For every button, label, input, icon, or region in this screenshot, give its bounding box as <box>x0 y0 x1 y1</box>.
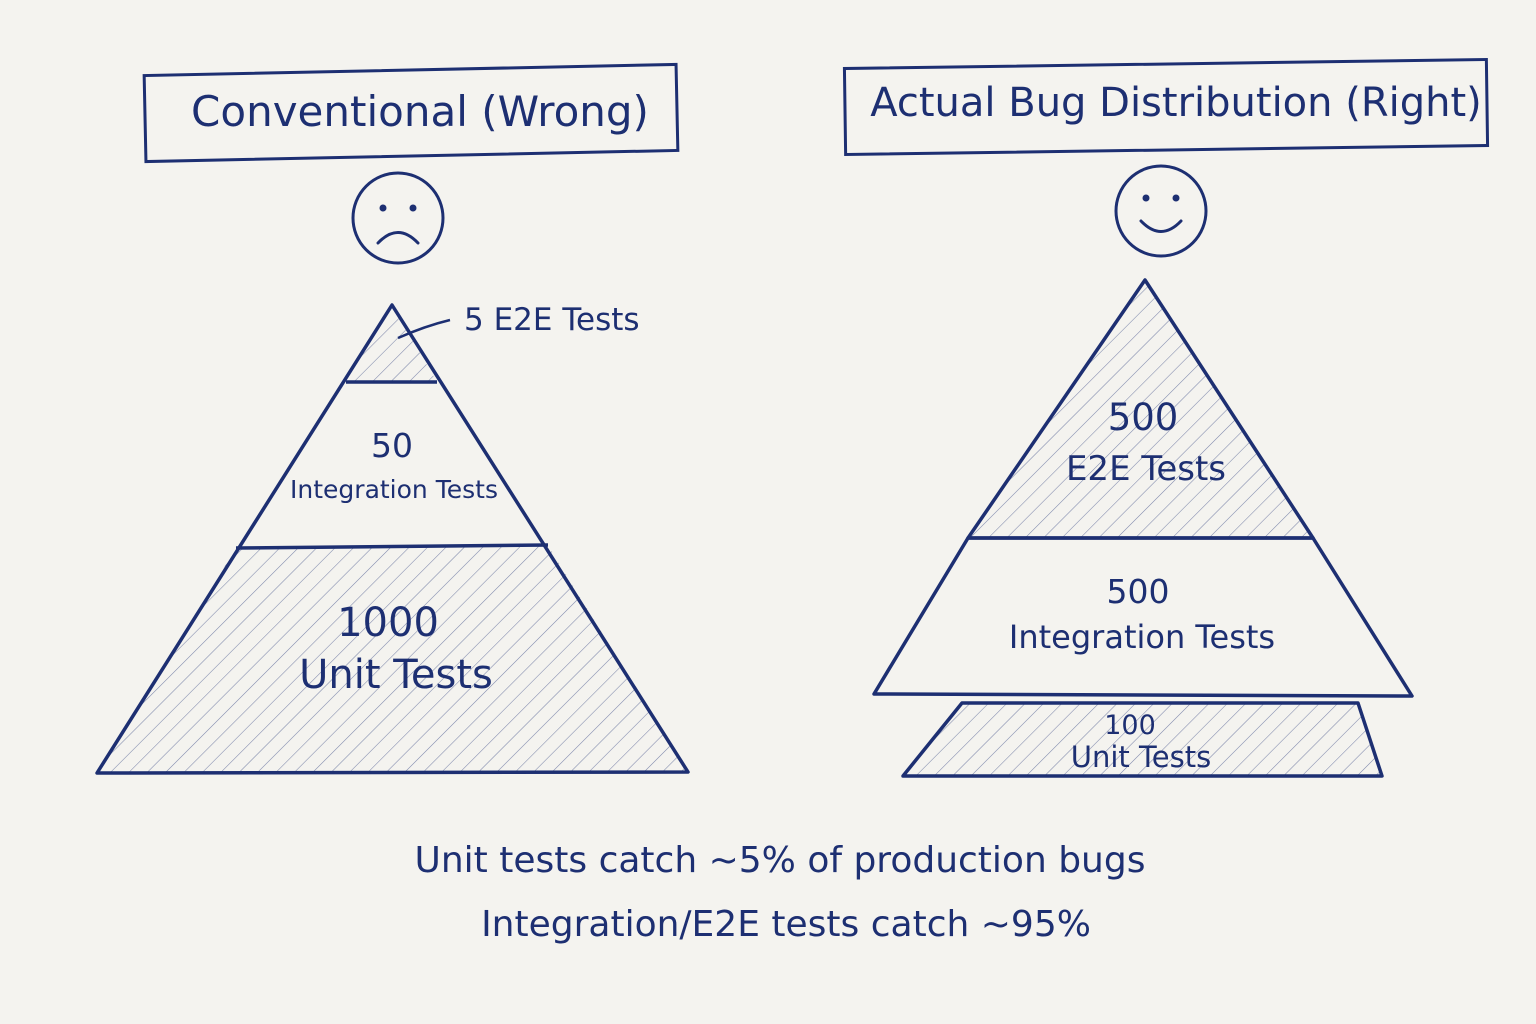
footer-line-2: Integration/E2E tests catch ~95% <box>481 904 1091 945</box>
right-bottom-segment <box>901 701 1384 778</box>
right-middle-count: 500 <box>1107 572 1170 611</box>
right-middle-label: Integration Tests <box>1009 618 1275 656</box>
left-top-segment <box>346 305 437 382</box>
right-title: Actual Bug Distribution (Right) <box>870 80 1482 126</box>
left-bottom-label: Unit Tests <box>299 652 493 698</box>
right-panel: Actual Bug Distribution (Right) 500 E2E … <box>842 58 1490 778</box>
right-bottom-label: Unit Tests <box>1071 740 1211 774</box>
right-middle-segment <box>872 536 1414 698</box>
left-title-box <box>142 62 680 164</box>
left-panel: Conventional (Wrong) 5 E2E Tests 50 Inte… <box>95 62 690 775</box>
sad-face-icon <box>351 171 445 265</box>
left-top-callout: 5 E2E Tests <box>464 302 640 338</box>
left-bottom-segment <box>97 545 688 773</box>
footer-notes: Unit tests catch ~5% of production bugs … <box>415 840 1146 945</box>
left-bottom-count: 1000 <box>337 600 439 646</box>
left-pyramid-outline <box>95 303 690 775</box>
left-middle-label: Integration Tests <box>290 475 498 504</box>
left-divider-bottom <box>235 543 549 550</box>
right-bottom-count: 100 <box>1104 710 1156 741</box>
right-title-box <box>842 58 1490 156</box>
callout-pointer <box>397 318 451 340</box>
right-top-count: 500 <box>1108 396 1179 439</box>
smiley-face-icon <box>1114 164 1208 258</box>
footer-line-1: Unit tests catch ~5% of production bugs <box>415 840 1146 881</box>
left-title: Conventional (Wrong) <box>191 87 649 136</box>
right-top-label: E2E Tests <box>1066 449 1226 489</box>
left-middle-count: 50 <box>371 426 413 465</box>
